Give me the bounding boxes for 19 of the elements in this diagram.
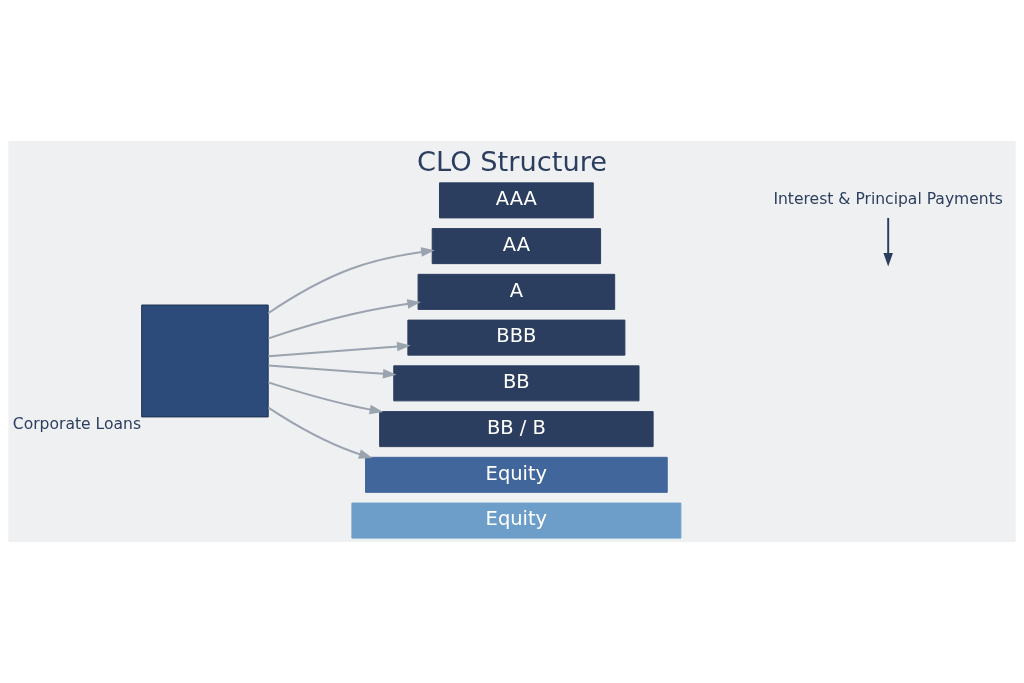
arrow xyxy=(267,341,411,358)
arrow xyxy=(267,247,435,315)
arrow xyxy=(267,299,421,340)
node-box: BB / B xyxy=(379,411,654,448)
arrow xyxy=(267,364,397,379)
node-box: BB xyxy=(393,365,640,402)
arrow xyxy=(883,216,893,267)
node-box: Equity xyxy=(351,502,682,539)
diagram-title: CLO Structure xyxy=(416,145,608,177)
node-box: A xyxy=(417,273,616,310)
node-text: Interest & Principal Payments xyxy=(773,190,1003,209)
node-label: Corporate Loans xyxy=(12,415,142,434)
node-box: Equity xyxy=(365,456,668,493)
node-box: AAA xyxy=(439,182,594,219)
node-box xyxy=(141,304,269,418)
node-box: AA xyxy=(431,228,602,265)
arrow xyxy=(267,406,373,459)
node-box: BBB xyxy=(407,319,626,356)
arrow xyxy=(267,381,384,415)
